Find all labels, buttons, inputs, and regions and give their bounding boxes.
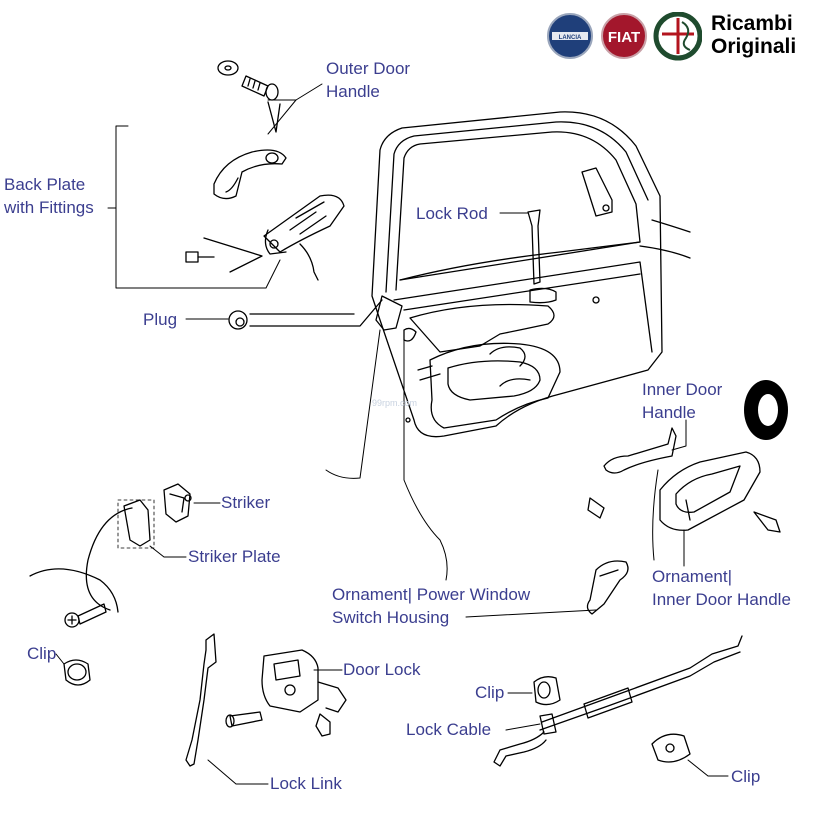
- label-lock-cable: Lock Cable: [406, 720, 492, 739]
- brand-line-2: Originali: [711, 35, 797, 58]
- label-striker-plate: Striker Plate: [188, 547, 281, 566]
- label-clip-left: Clip: [27, 644, 57, 663]
- brand-line-1: Ricambi: [711, 12, 793, 35]
- label-clip-right: Clip: [731, 767, 761, 786]
- lock-cable-drawing: [493, 635, 743, 767]
- clip-left-drawing: [63, 603, 107, 686]
- label-door-lock: Door Lock: [343, 660, 421, 679]
- back-plate-drawing: [185, 194, 345, 281]
- label-ornament-inner-handle-1: Ornament|: [652, 567, 733, 586]
- label-ornament-inner-handle-2: Inner Door Handle: [652, 590, 791, 609]
- label-inner-door-handle-2: Handle: [642, 403, 696, 422]
- lock-rod-drawing: [527, 209, 541, 285]
- watermark: 99rpm.com: [372, 398, 418, 408]
- door-lock-drawing: [225, 649, 347, 737]
- lancia-logo-text: LANCIA: [559, 35, 582, 41]
- door-shell-drawing: [371, 111, 691, 438]
- label-outer-door-handle-1: Outer Door: [326, 59, 411, 78]
- label-outer-door-handle-2: Handle: [326, 82, 380, 101]
- label-plug: Plug: [143, 310, 178, 329]
- label-clip-middle: Clip: [475, 683, 505, 702]
- ornament-power-window-drawing: [586, 560, 629, 615]
- fiat-logo: FIAT: [601, 13, 647, 59]
- lancia-logo: LANCIA: [547, 13, 593, 59]
- leader-lines: [55, 83, 729, 785]
- plug-drawing: [228, 299, 383, 330]
- lock-link-drawing: [185, 633, 217, 767]
- label-lock-rod: Lock Rod: [416, 204, 488, 223]
- alfa-romeo-logo: [653, 12, 702, 61]
- label-inner-door-handle-1: Inner Door: [642, 380, 723, 399]
- label-ornament-power-window-1: Ornament| Power Window: [332, 585, 531, 604]
- label-back-plate-1: Back Plate: [4, 175, 86, 194]
- label-ornament-power-window-2: Switch Housing: [332, 608, 450, 627]
- label-lock-link: Lock Link: [270, 774, 342, 793]
- striker-drawing: [29, 483, 192, 613]
- brand-logos: LANCIA FIAT: [547, 12, 702, 61]
- label-striker: Striker: [221, 493, 271, 512]
- outer-door-handle-drawing: [213, 60, 287, 200]
- inner-door-handle-drawing: [587, 380, 788, 533]
- fiat-logo-text: FIAT: [608, 29, 640, 46]
- label-back-plate-2: with Fittings: [4, 198, 94, 217]
